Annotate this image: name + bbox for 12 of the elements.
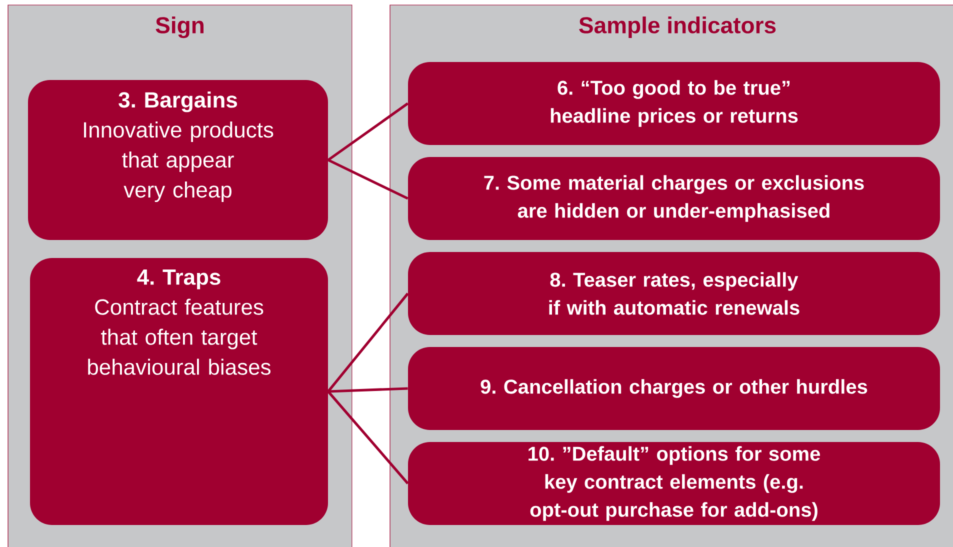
connector-line [327,390,409,484]
indicator-box: 7. Some material charges or exclusions are hidden or under-emphasised [408,157,940,240]
indicator-box: 10. ”Default” options for some key contract elements (e.g. opt-out purchase for add-ons) [408,442,940,525]
indicator-box: 8. Teaser rates, especially if with automatic renewals [408,252,940,335]
connector-line [327,102,409,162]
connector-line [327,292,409,392]
connector-line [328,387,408,393]
connector-line [328,158,408,200]
sign-box: 4. Traps Contract features that often target behavioural biases [30,258,328,525]
indicator-box: 6. “Too good to be true” headline prices or returns [408,62,940,145]
indicator-box: 9. Cancellation charges or other hurdles [408,347,940,430]
sign-box: 3. Bargains Innovative products that appear very cheap [28,80,328,240]
